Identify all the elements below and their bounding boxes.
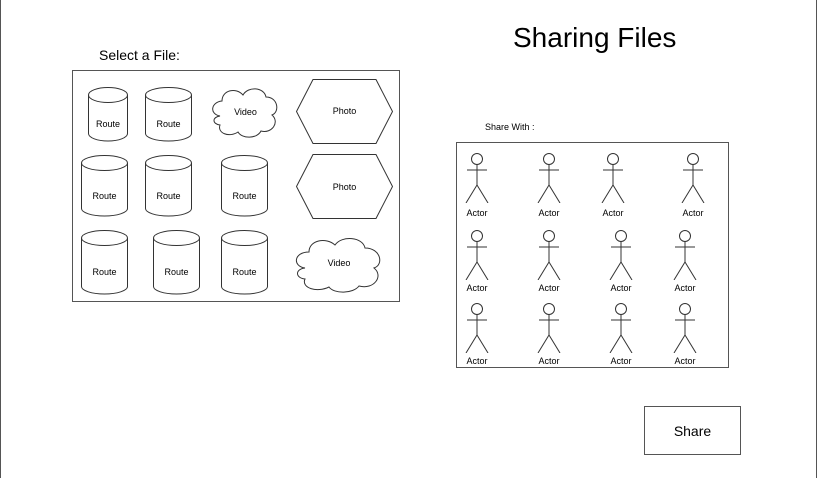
file-video-2[interactable]: Video — [295, 235, 383, 293]
actor-4[interactable]: Actor — [673, 153, 713, 218]
stick-figure-icon — [673, 303, 697, 353]
file-label: Video — [234, 107, 257, 117]
stick-figure-icon — [601, 153, 625, 203]
stick-figure-icon — [537, 303, 561, 353]
stick-figure-icon — [465, 303, 489, 353]
file-label: Route — [95, 119, 121, 129]
file-label: Route — [232, 267, 257, 277]
stick-figure-icon — [537, 153, 561, 203]
file-route-5[interactable]: Route — [221, 155, 268, 217]
file-label: Route — [156, 119, 181, 129]
file-route-2[interactable]: Route — [145, 87, 192, 142]
actor-label: Actor — [529, 356, 569, 366]
database-icon — [153, 230, 200, 295]
actor-label: Actor — [601, 283, 641, 293]
database-icon — [145, 155, 192, 217]
window-right-border — [816, 0, 817, 478]
file-route-6[interactable]: Route — [81, 230, 128, 295]
file-route-8[interactable]: Route — [221, 230, 268, 295]
actor-5[interactable]: Actor — [457, 230, 497, 293]
actor-label: Actor — [665, 356, 705, 366]
actor-12[interactable]: Actor — [665, 303, 705, 366]
cloud-icon — [212, 88, 278, 138]
actor-label: Actor — [529, 208, 569, 218]
stick-figure-icon — [465, 153, 489, 203]
file-label: Photo — [332, 106, 357, 116]
file-label: Photo — [332, 182, 357, 192]
database-icon — [221, 230, 268, 295]
file-photo-1[interactable]: Photo — [295, 79, 394, 144]
actor-label: Actor — [457, 283, 497, 293]
stick-figure-icon — [465, 230, 489, 280]
actor-label: Actor — [673, 208, 713, 218]
actor-label: Actor — [601, 356, 641, 366]
select-file-label: Select a File: — [99, 47, 180, 63]
file-label: Route — [92, 191, 117, 201]
actor-label: Actor — [593, 208, 633, 218]
actor-label: Actor — [457, 208, 497, 218]
file-label: Route — [164, 267, 189, 277]
window-left-border — [0, 0, 1, 478]
actor-label: Actor — [529, 283, 569, 293]
file-video-1[interactable]: Video — [212, 86, 279, 138]
stick-figure-icon — [609, 303, 633, 353]
actor-7[interactable]: Actor — [601, 230, 641, 293]
actor-6[interactable]: Actor — [529, 230, 569, 293]
file-label: Video — [327, 258, 351, 268]
file-photo-2[interactable]: Photo — [295, 154, 394, 219]
file-route-3[interactable]: Route — [81, 155, 128, 217]
database-icon — [81, 155, 128, 217]
actor-11[interactable]: Actor — [601, 303, 641, 366]
stick-figure-icon — [609, 230, 633, 280]
database-icon — [81, 230, 128, 295]
share-with-panel: Actor Actor Actor Actor — [456, 142, 729, 368]
file-route-1[interactable]: Route — [88, 87, 128, 142]
stick-figure-icon — [537, 230, 561, 280]
actor-8[interactable]: Actor — [665, 230, 705, 293]
stick-figure-icon — [673, 230, 697, 280]
file-route-7[interactable]: Route — [153, 230, 200, 295]
stick-figure-icon — [681, 153, 705, 203]
actor-label: Actor — [665, 283, 705, 293]
share-button[interactable]: Share — [644, 406, 741, 455]
file-label: Route — [232, 191, 257, 201]
page-title: Sharing Files — [513, 22, 677, 53]
hexagon-icon — [295, 154, 394, 219]
actor-2[interactable]: Actor — [529, 153, 569, 218]
file-label: Route — [92, 267, 117, 277]
actor-1[interactable]: Actor — [457, 153, 497, 218]
actor-label: Actor — [457, 356, 497, 366]
file-label: Route — [156, 191, 181, 201]
actor-10[interactable]: Actor — [529, 303, 569, 366]
database-icon — [221, 155, 268, 217]
cloud-icon — [296, 238, 381, 293]
share-with-label: Share With : — [485, 122, 535, 132]
database-icon — [88, 87, 128, 142]
database-icon — [145, 87, 192, 142]
file-picker-panel: Route Route Video Photo Route Route — [72, 70, 400, 302]
hexagon-icon — [295, 79, 394, 144]
file-route-4[interactable]: Route — [145, 155, 192, 217]
actor-3[interactable]: Actor — [593, 153, 633, 218]
actor-9[interactable]: Actor — [457, 303, 497, 366]
